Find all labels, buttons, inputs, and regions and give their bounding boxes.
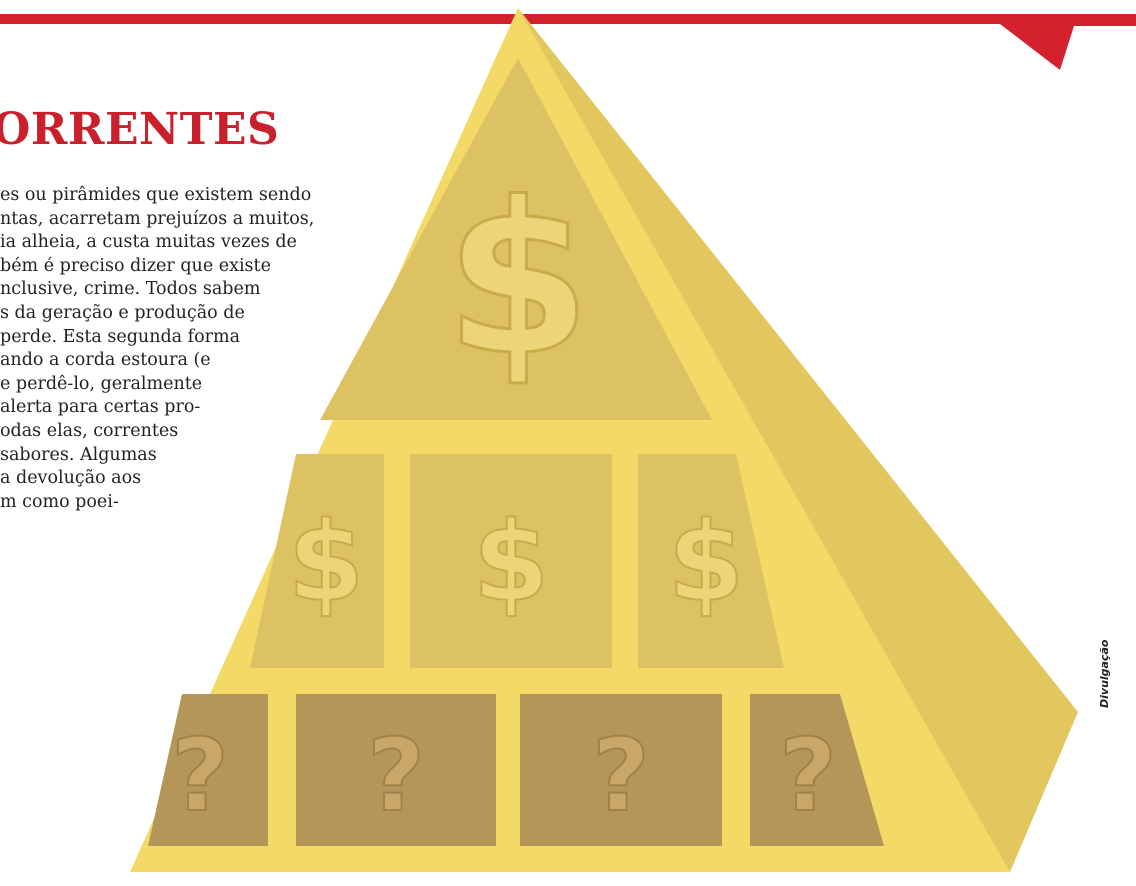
bottom-question-mark-2: ? <box>367 717 425 834</box>
article-headline: ORRENTES <box>0 104 280 155</box>
bottom-panel-4 <box>750 694 884 846</box>
bottom-question-mark-1: ? <box>171 717 229 834</box>
body-line: nclusive, crime. Todos sabem <box>0 279 261 300</box>
middle-panel-left <box>250 454 384 668</box>
body-line: ia alheia, a custa muitas vezes de <box>0 232 297 253</box>
body-line: ntas, acarretam prejuízos a muitos, <box>0 208 315 229</box>
body-line: sabores. Algumas <box>0 444 157 465</box>
body-line: odas elas, correntes <box>0 420 179 441</box>
bottom-panel-2 <box>296 694 496 846</box>
bottom-panel-3 <box>520 694 722 846</box>
body-line: ando a corda estoura (e <box>0 350 211 371</box>
photo-credit: Divulgação <box>1098 639 1111 708</box>
middle-panel-center <box>410 454 612 668</box>
body-line: es ou pirâmides que existem sendo <box>0 185 312 205</box>
middle-panel-right <box>638 454 784 668</box>
body-line: alerta para certas pro- <box>0 397 201 418</box>
top-dollar-sign: $ <box>445 157 591 402</box>
middle-dollar-sign-left: $ <box>288 498 365 626</box>
red-banner-stripe <box>0 14 1136 70</box>
bottom-question-mark-3: ? <box>592 717 650 834</box>
top-panel <box>320 58 712 420</box>
article-body: es ou pirâmides que existem sendo ntas, … <box>0 184 314 514</box>
bottom-question-mark-4: ? <box>779 717 837 834</box>
body-line: e perdê-lo, geralmente <box>0 373 203 394</box>
middle-dollar-sign-right: $ <box>668 498 745 626</box>
body-line: a devolução aos <box>0 468 142 489</box>
middle-dollar-sign-center: $ <box>473 498 550 626</box>
bottom-panel-1 <box>148 694 268 846</box>
body-line: bém é preciso dizer que existe <box>0 255 271 276</box>
body-line: perde. Esta segunda forma <box>0 326 241 347</box>
pyramid-right-face <box>518 8 1078 872</box>
body-line: s da geração e produção de <box>0 302 245 323</box>
body-line: m como poei- <box>0 491 119 512</box>
